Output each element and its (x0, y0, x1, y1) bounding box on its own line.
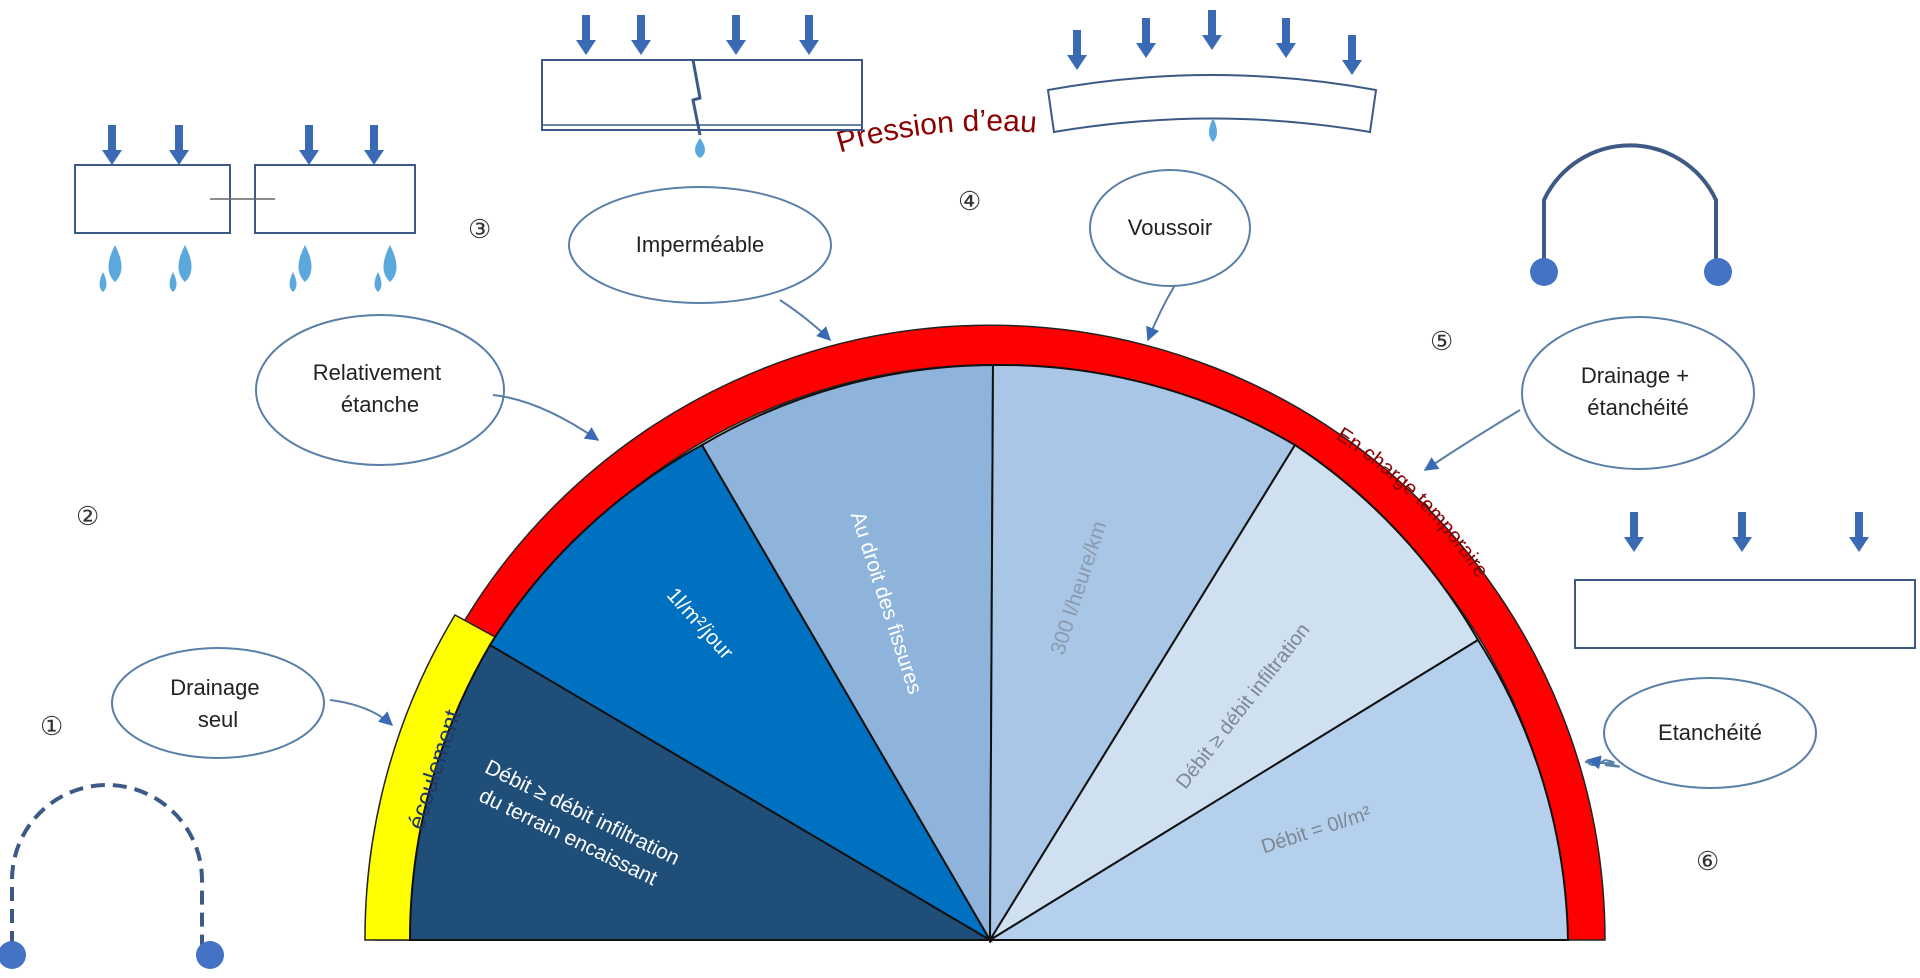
bubble-impermeable: Imperméable (568, 186, 832, 304)
step-1: ① (40, 711, 63, 741)
pressure-ring (374, 324, 1606, 941)
step-4: ④ (958, 186, 981, 216)
svg-text:Etanchéité: Etanchéité (1658, 720, 1762, 745)
dashed-arch-illustration (0, 783, 224, 969)
cracked-slab-illustration (541, 15, 863, 158)
svg-text:Relativement étanche: Relativement étanche (313, 360, 448, 417)
step-5: ⑤ (1430, 326, 1453, 356)
svg-text:Drainage seul: Drainage seul (170, 675, 265, 732)
bubble-etancheite: Etanchéité (1603, 677, 1817, 789)
svg-text:Voussoir: Voussoir (1128, 215, 1212, 240)
bubble-relativement-etanche: Relativement étanche (255, 314, 505, 466)
voussoir-illustration (1046, 10, 1378, 142)
pressure-label: Pression d’eau (833, 105, 1038, 160)
sector-1 (408, 643, 994, 941)
water-drop-icon (695, 138, 705, 158)
sector-5 (989, 443, 1480, 941)
sealed-slab-illustration (1574, 512, 1916, 649)
water-drops-icon (99, 245, 397, 292)
bubble-drainage-etancheite: Drainage + étanchéité (1521, 316, 1755, 470)
svg-text:Drainage + étanchéité: Drainage + étanchéité (1581, 363, 1695, 420)
step-3: ③ (468, 214, 491, 244)
etancheite-arrow (1586, 755, 1620, 770)
bubble-voussoir: Voussoir (1089, 169, 1251, 287)
solid-arch-illustration (1530, 143, 1732, 286)
sector-4 (988, 363, 1297, 944)
step-6: ⑥ (1696, 846, 1719, 876)
leaky-joint-illustration (74, 125, 416, 292)
sector-2 (488, 443, 993, 943)
bubble-drainage-seul: Drainage seul (111, 647, 325, 759)
sector-6 (986, 638, 1570, 941)
water-drop-icon (1209, 118, 1217, 142)
step-2: ② (76, 501, 99, 531)
bubbles: Drainage seul Relativement étanche Imper… (111, 169, 1817, 789)
svg-text:Imperméable: Imperméable (636, 232, 764, 257)
step-numbers: ① ② ③ ④ ⑤ ⑥ (40, 186, 1719, 876)
sector-3 (700, 363, 995, 944)
gauge: Pression d’eau En charge temporaire écou… (364, 105, 1606, 944)
